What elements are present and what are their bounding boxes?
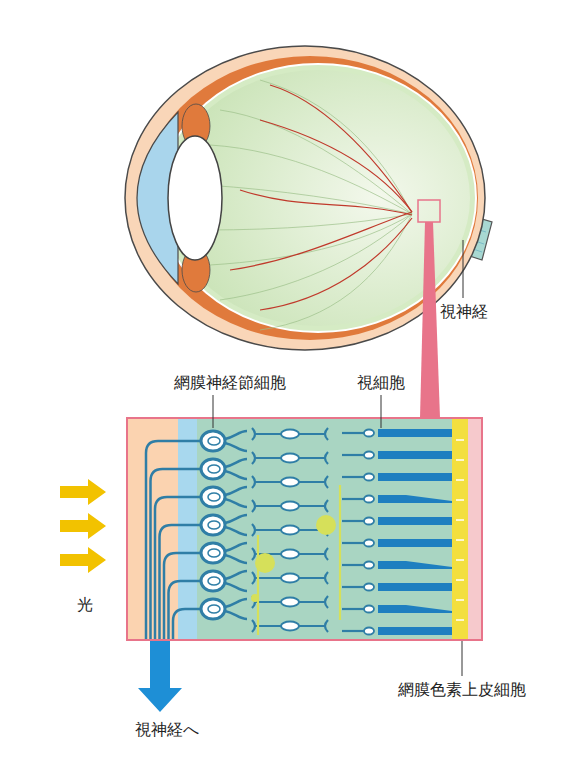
part-label: 視神経へ [135,720,199,739]
part-label: 視細胞 [357,373,405,392]
part-label: 光 [77,595,93,614]
part-label: 視神経 [440,302,488,321]
part-label: 網膜神経節細胞 [174,373,286,392]
part-label: 網膜色素上皮細胞 [398,680,526,699]
